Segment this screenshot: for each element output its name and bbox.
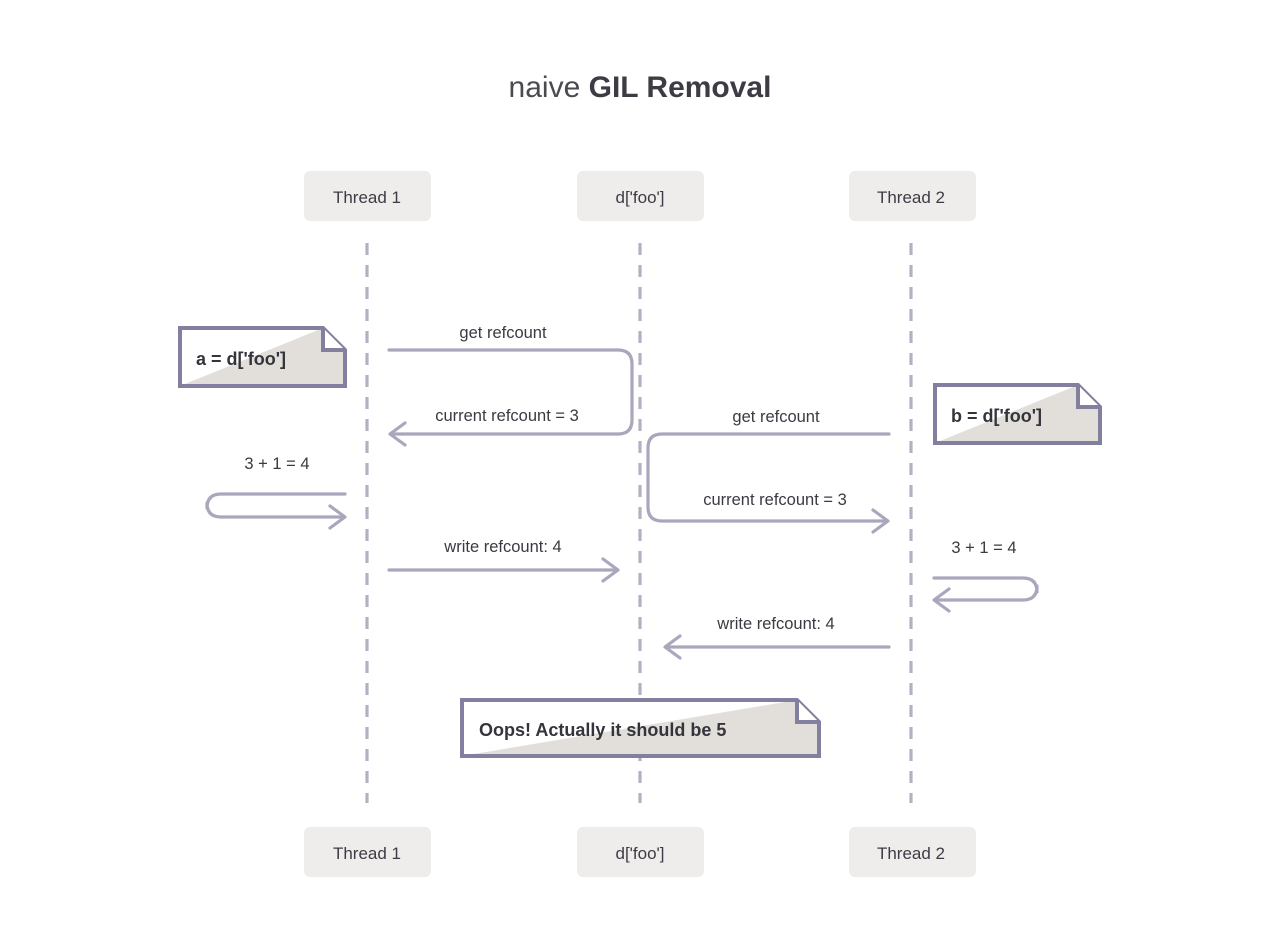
actor-label: Thread 1: [333, 844, 401, 863]
note-shading: [180, 328, 345, 386]
actor-label: Thread 2: [877, 844, 945, 863]
note-label: b = d['foo']: [951, 406, 1042, 426]
message-label: get refcount: [459, 324, 547, 342]
actor-label: d['foo']: [615, 844, 664, 863]
actor-label: d['foo']: [615, 188, 664, 207]
actor-box: [577, 827, 704, 877]
actor-box: [849, 827, 976, 877]
note-label: Oops! Actually it should be 5: [479, 720, 726, 740]
message-path: [205, 492, 347, 519]
actor-box: [304, 827, 431, 877]
actor-bottom-thread2[interactable]: Thread 2: [849, 827, 976, 877]
message-path: [646, 432, 891, 523]
note-b-assignment[interactable]: b = d['foo']: [933, 383, 1102, 445]
note-shading: [935, 385, 1100, 443]
note-outline: [178, 326, 347, 388]
note-oops-warning[interactable]: Oops! Actually it should be 5: [460, 698, 821, 758]
message-label: current refcount = 3: [435, 407, 579, 425]
arrowhead-left-icon: [388, 421, 407, 447]
note-outline: [933, 383, 1102, 445]
actor-top-thread1[interactable]: Thread 1: [304, 171, 431, 221]
note-outline: [460, 698, 821, 758]
page-title: naive GIL Removal: [509, 71, 772, 104]
actor-top-dfoo[interactable]: d['foo']: [577, 171, 704, 221]
actor-top-thread2[interactable]: Thread 2: [849, 171, 976, 221]
actor-box: [849, 171, 976, 221]
note-fold-corner-icon: [1076, 385, 1100, 409]
actor-label: Thread 1: [333, 188, 401, 207]
actor-bottom-dfoo[interactable]: d['foo']: [577, 827, 704, 877]
message-get-refcount-thread1[interactable]: get refcount current refcount = 3: [387, 324, 634, 447]
title-bold-part: GIL Removal: [589, 71, 772, 104]
message-label: 3 + 1 = 4: [244, 455, 309, 473]
message-get-refcount-thread2[interactable]: get refcount current refcount = 3: [646, 408, 891, 534]
note-fold-corner-icon: [795, 700, 819, 724]
message-write-refcount-thread1[interactable]: write refcount: 4: [387, 538, 620, 583]
note-a-assignment[interactable]: a = d['foo']: [178, 326, 347, 388]
message-path: [387, 348, 634, 436]
actor-box: [304, 171, 431, 221]
message-label: current refcount = 3: [703, 491, 847, 509]
note-shading: [462, 700, 819, 756]
title-light-part: naive: [509, 71, 589, 104]
arrowhead-left-icon: [932, 587, 951, 613]
note-fold-corner-icon: [321, 328, 345, 352]
message-path: [932, 576, 1039, 602]
message-label: write refcount: 4: [716, 615, 834, 633]
actor-box: [577, 171, 704, 221]
message-label: get refcount: [732, 408, 820, 426]
message-label: write refcount: 4: [443, 538, 561, 556]
message-label: 3 + 1 = 4: [951, 539, 1016, 557]
note-label: a = d['foo']: [196, 349, 286, 369]
message-self-loop-thread1[interactable]: 3 + 1 = 4: [205, 455, 347, 530]
arrowhead-right-icon: [601, 557, 620, 583]
message-self-loop-thread2[interactable]: 3 + 1 = 4: [932, 539, 1039, 613]
message-write-refcount-thread2[interactable]: write refcount: 4: [663, 615, 891, 660]
arrowhead-left-icon: [663, 634, 682, 660]
actor-bottom-thread1[interactable]: Thread 1: [304, 827, 431, 877]
actor-label: Thread 2: [877, 188, 945, 207]
arrowhead-right-icon: [871, 508, 890, 534]
arrowhead-right-icon: [328, 504, 347, 530]
